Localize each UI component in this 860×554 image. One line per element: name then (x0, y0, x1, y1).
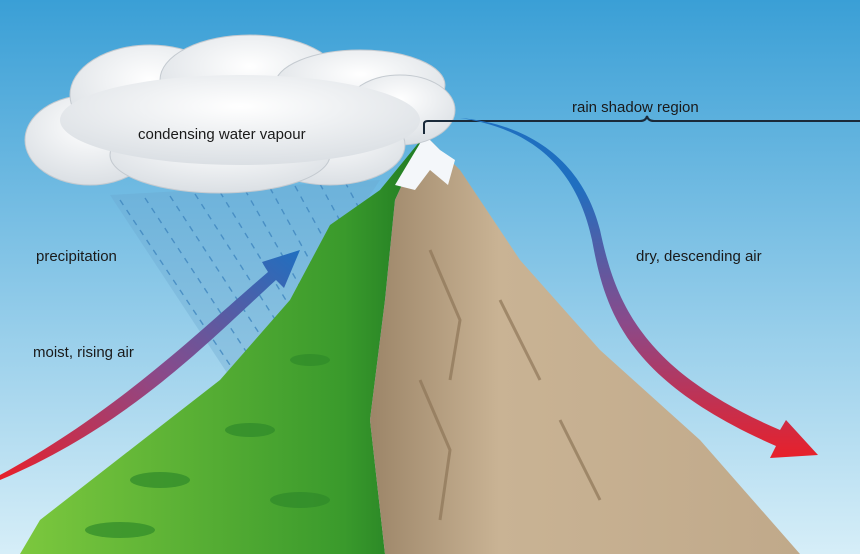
mountain (20, 135, 800, 554)
snow-cap (395, 135, 455, 190)
rain-shadow-label: rain shadow region (572, 99, 699, 116)
leeward-slope (370, 135, 800, 554)
cloud-label: condensing water vapour (138, 126, 306, 143)
dry-air-label: dry, descending air (636, 248, 762, 265)
rain-streaks (110, 180, 380, 385)
rain-shadow-bracket (423, 115, 860, 134)
windward-slope (20, 135, 425, 554)
precipitation-label: precipitation (36, 248, 117, 265)
moist-rising-air-arrow (0, 250, 300, 480)
cloud (24, 34, 456, 194)
moist-air-label: moist, rising air (33, 344, 134, 361)
